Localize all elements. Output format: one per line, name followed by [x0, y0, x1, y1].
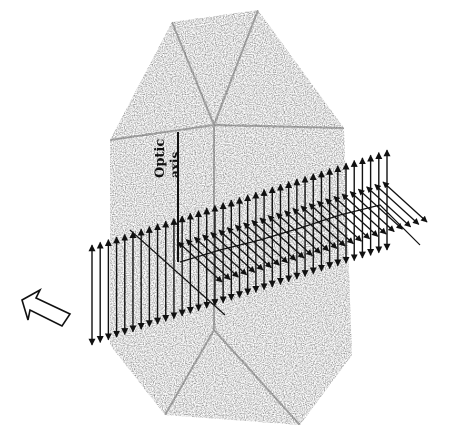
slanted-wave-arrow — [383, 182, 427, 222]
hollow-arrow-icon — [22, 290, 70, 326]
axis-label: axis — [168, 152, 182, 178]
optic-label: Optic — [153, 139, 168, 178]
slanted-wave-arrow — [375, 184, 419, 224]
